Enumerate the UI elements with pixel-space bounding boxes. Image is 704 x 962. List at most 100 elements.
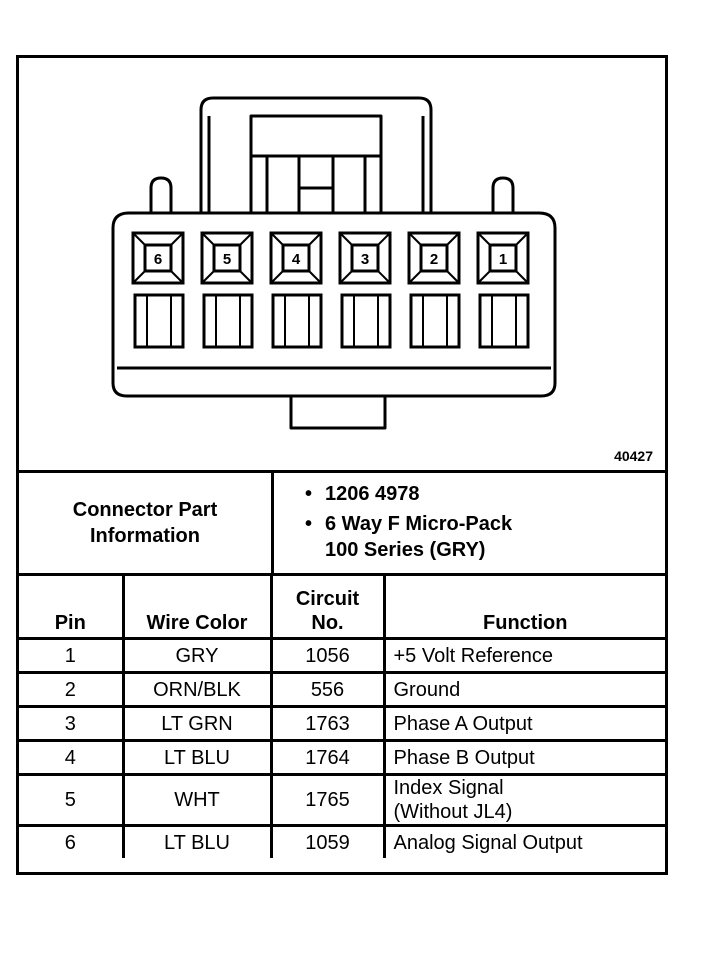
connector-type-line1: 6 Way F Micro-Pack bbox=[325, 513, 513, 535]
pin-cavity-chamfer bbox=[270, 232, 284, 246]
pin-cavity-chamfer bbox=[477, 232, 491, 246]
cell-wire-color: LT GRN bbox=[121, 705, 273, 742]
bullet: • bbox=[305, 483, 313, 505]
cell-pin: 5 bbox=[19, 773, 125, 827]
table-row: 1 GRY 1056 +5 Volt Reference bbox=[19, 637, 665, 674]
pin-cavity-chamfer bbox=[201, 270, 215, 284]
pin-cavity bbox=[338, 231, 392, 285]
header-circuit: Circuit No. bbox=[269, 573, 386, 640]
table-row: 5 WHT 1765 Index Signal (Without JL4) bbox=[19, 773, 665, 827]
connector-type-item: • 6 Way F Micro-Pack 100 Series (GRY) bbox=[275, 511, 661, 563]
terminal-slot bbox=[340, 293, 392, 349]
pin-cavity bbox=[407, 231, 461, 285]
cell-function: Analog Signal Output bbox=[382, 824, 665, 858]
cell-wire-color: WHT bbox=[121, 773, 273, 827]
cell-function: Phase B Output bbox=[382, 739, 665, 776]
pin-cavity-chamfer bbox=[308, 270, 322, 284]
terminal-slot bbox=[271, 293, 323, 349]
header-circuit-line2: No. bbox=[311, 612, 344, 634]
cell-wire-color: ORN/BLK bbox=[121, 671, 273, 708]
pin-cavity-inner bbox=[212, 243, 242, 273]
pin-cavity-chamfer bbox=[170, 232, 184, 246]
terminal-slot bbox=[202, 293, 254, 349]
header-pin: Pin bbox=[19, 573, 125, 640]
cell-pin: 3 bbox=[19, 705, 125, 742]
pin-cavity-chamfer bbox=[408, 232, 422, 246]
table-row: 3 LT GRN 1763 Phase A Output bbox=[19, 705, 665, 742]
pin-cavity-chamfer bbox=[270, 270, 284, 284]
cell-function-line2: (Without JL4) bbox=[393, 801, 513, 823]
connector-part-info: Connector Part Information • 1206 4978 •… bbox=[19, 470, 665, 576]
pin-cavity-chamfer bbox=[446, 232, 460, 246]
pin-number-label: 6 bbox=[154, 251, 162, 268]
bullet: • bbox=[305, 513, 313, 535]
cell-pin: 4 bbox=[19, 739, 125, 776]
header-wire-color: Wire Color bbox=[121, 573, 273, 640]
pin-cavity-chamfer bbox=[170, 270, 184, 284]
pin-cavity bbox=[131, 231, 185, 285]
cell-pin: 6 bbox=[19, 824, 125, 858]
pin-cavity-chamfer bbox=[477, 270, 491, 284]
pin-number-label: 2 bbox=[430, 251, 438, 268]
connector-diagram: 6 5 4 3 2 1 40427 bbox=[19, 58, 665, 470]
cell-circuit: 1059 bbox=[269, 824, 386, 858]
cell-function: Index Signal (Without JL4) bbox=[382, 773, 665, 827]
header-circuit-line1: Circuit bbox=[295, 588, 360, 610]
pin-cavity-chamfer bbox=[339, 270, 353, 284]
cell-function: +5 Volt Reference bbox=[382, 637, 665, 674]
pin-cavity-chamfer bbox=[515, 270, 529, 284]
pin-cavity-chamfer bbox=[132, 270, 146, 284]
pin-cavity-chamfer bbox=[446, 270, 460, 284]
cell-wire-color: LT BLU bbox=[121, 739, 273, 776]
table-header-row: Pin Wire Color Circuit No. Function bbox=[19, 573, 665, 640]
pin-cavity-chamfer bbox=[132, 232, 146, 246]
pin-number-label: 4 bbox=[292, 251, 301, 268]
cell-function-line1: Index Signal bbox=[393, 777, 504, 799]
pin-cavity-chamfer bbox=[239, 270, 253, 284]
pin-cavity-chamfer bbox=[239, 232, 253, 246]
terminal-slot bbox=[133, 293, 185, 349]
info-details: • 1206 4978 • 6 Way F Micro-Pack 100 Ser… bbox=[275, 477, 661, 563]
cell-function: Phase A Output bbox=[382, 705, 665, 742]
pin-cavity-chamfer bbox=[377, 270, 391, 284]
cell-circuit: 1763 bbox=[269, 705, 386, 742]
info-label-line1: Connector Part bbox=[72, 499, 218, 521]
cell-circuit: 1764 bbox=[269, 739, 386, 776]
pin-cavity-inner bbox=[143, 243, 173, 273]
pin-cavity-inner bbox=[488, 243, 518, 273]
pin-cavity bbox=[200, 231, 254, 285]
pin-cavity-chamfer bbox=[377, 232, 391, 246]
table-row: 4 LT BLU 1764 Phase B Output bbox=[19, 739, 665, 776]
pin-cavity-chamfer bbox=[339, 232, 353, 246]
part-number-item: • 1206 4978 bbox=[275, 481, 661, 507]
pin-cavity-inner bbox=[281, 243, 311, 273]
pin-cavity-chamfer bbox=[515, 232, 529, 246]
terminal-slot bbox=[409, 293, 461, 349]
pin-cavity bbox=[269, 231, 323, 285]
cell-wire-color: GRY bbox=[121, 637, 273, 674]
part-number: 1206 4978 bbox=[325, 483, 420, 505]
table-row: 2 ORN/BLK 556 Ground bbox=[19, 671, 665, 708]
pin-number-label: 1 bbox=[499, 251, 507, 268]
pin-cavity bbox=[476, 231, 530, 285]
pin-cavity-inner bbox=[350, 243, 380, 273]
cell-pin: 2 bbox=[19, 671, 125, 708]
figure-number: 40427 bbox=[614, 448, 653, 464]
pinout-table: Pin Wire Color Circuit No. Function 1 GR… bbox=[19, 573, 665, 858]
pin-cavity-chamfer bbox=[201, 232, 215, 246]
table-row: 6 LT BLU 1059 Analog Signal Output bbox=[19, 824, 665, 858]
connector-face-drawing: 6 5 4 3 2 1 bbox=[111, 96, 557, 430]
cell-circuit: 1765 bbox=[269, 773, 386, 827]
pin-cavity-chamfer bbox=[308, 232, 322, 246]
header-function: Function bbox=[382, 573, 665, 640]
cell-function: Ground bbox=[382, 671, 665, 708]
cell-circuit: 556 bbox=[269, 671, 386, 708]
pin-number-label: 5 bbox=[223, 251, 231, 268]
cell-wire-color: LT BLU bbox=[121, 824, 273, 858]
pin-number-label: 3 bbox=[361, 251, 369, 268]
cell-pin: 1 bbox=[19, 637, 125, 674]
cell-circuit: 1056 bbox=[269, 637, 386, 674]
info-label: Connector Part Information bbox=[19, 473, 274, 573]
terminal-slot bbox=[478, 293, 530, 349]
